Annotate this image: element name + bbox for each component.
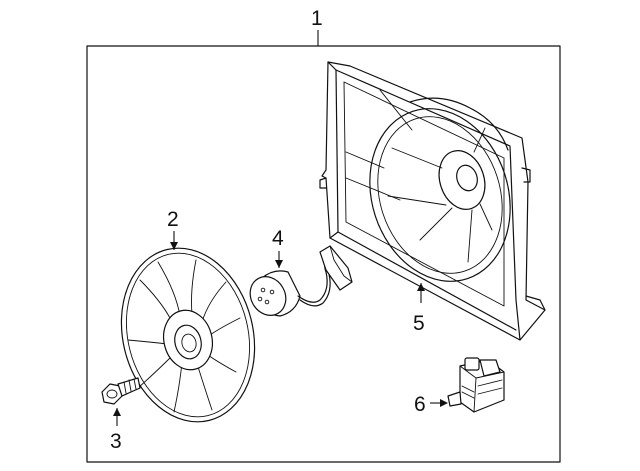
callout-4: 4 — [272, 227, 284, 250]
fan-shroud — [319, 61, 546, 341]
callout-5: 5 — [413, 312, 425, 335]
callout-1: 1 — [311, 7, 323, 30]
callout-3: 3 — [110, 430, 122, 453]
callout-6: 6 — [414, 393, 426, 416]
bolt — [101, 377, 141, 405]
assembly-border — [86, 30, 561, 463]
callout-2: 2 — [167, 208, 179, 231]
resistor-module — [447, 357, 505, 413]
fan-motor — [249, 245, 353, 317]
fan-blade — [120, 247, 256, 423]
